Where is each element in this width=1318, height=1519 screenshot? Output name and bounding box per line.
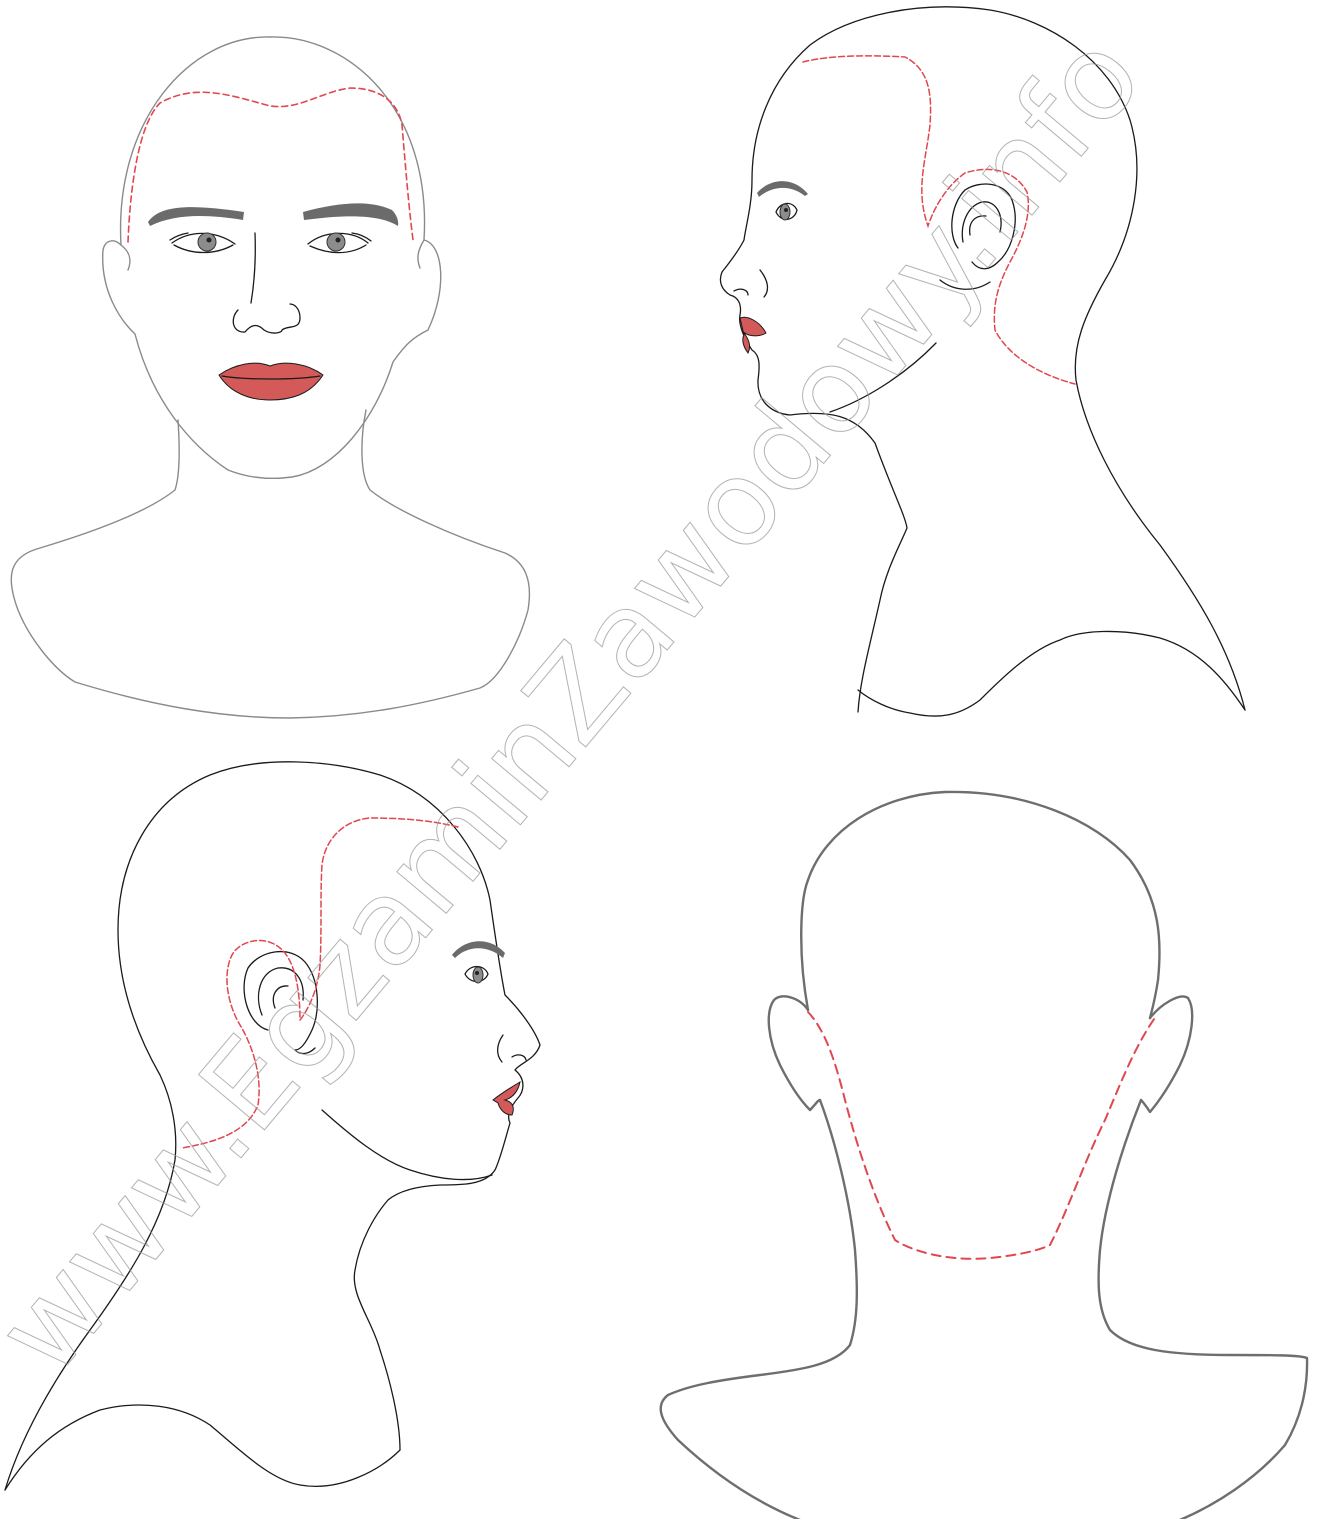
front-view-head-icon [11, 37, 529, 718]
right-profile-head-icon [720, 7, 1245, 716]
right-profile-ear [952, 184, 1015, 269]
back-view-head-icon [661, 792, 1307, 1519]
right-profile-hairline [803, 56, 1075, 384]
left-profile-lips [493, 1082, 520, 1115]
right-profile-head-outline [720, 7, 1245, 712]
right-profile-lips [740, 317, 766, 353]
back-left-ear [769, 996, 820, 1110]
left-profile-ear [244, 952, 317, 1050]
left-profile-head-outline [5, 762, 540, 1490]
left-profile-hairline [182, 818, 458, 1148]
right-profile-eyebrow [757, 181, 808, 197]
back-head-outline [801, 792, 1159, 1018]
back-right-ear [1141, 996, 1192, 1112]
front-head-outline [103, 37, 441, 478]
front-nose-bridge [251, 233, 255, 303]
left-profile-head-icon [5, 762, 540, 1490]
front-nose [233, 304, 300, 333]
back-neck-shoulders [661, 1100, 1307, 1519]
front-lips [219, 363, 323, 400]
front-right-eye [308, 233, 371, 253]
front-right-eyebrow [303, 203, 398, 226]
front-left-eyebrow [148, 207, 244, 226]
front-left-eye [170, 233, 235, 253]
front-neck-shoulders [11, 410, 529, 718]
